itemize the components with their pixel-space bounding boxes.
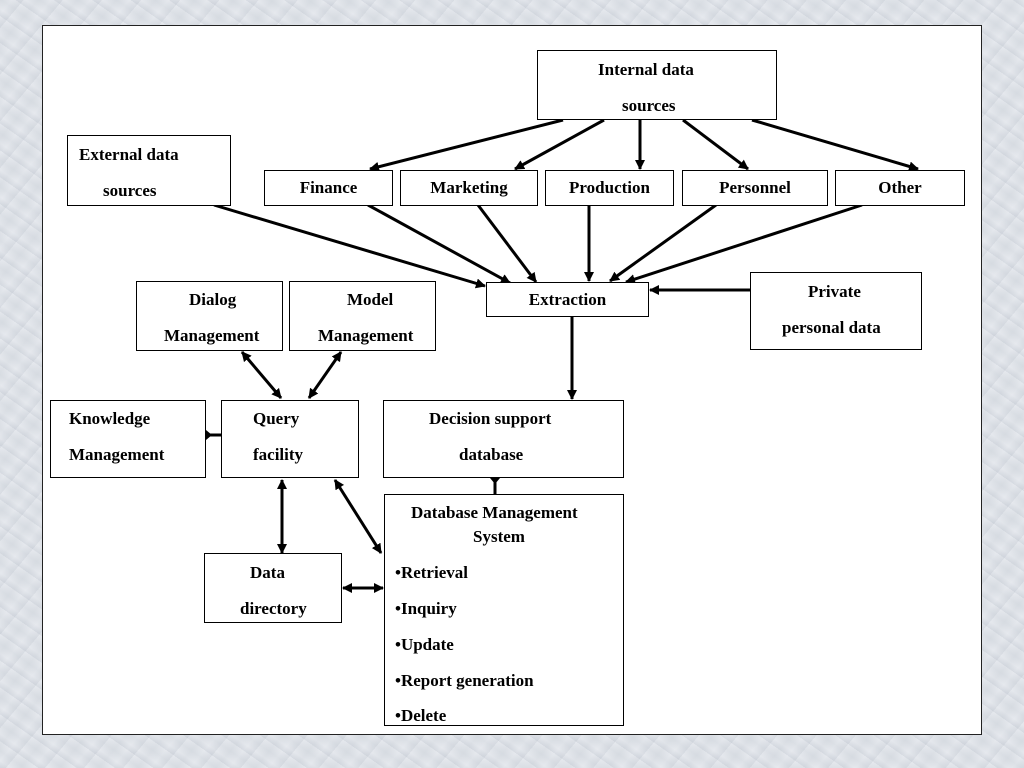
arrow-dialog-query (240, 351, 283, 399)
dialog-management-line1: Dialog (189, 290, 237, 309)
internal-data-sources-line1: Internal data (598, 60, 694, 79)
marketing-box: Marketing (400, 170, 538, 206)
production-box: Production (545, 170, 674, 206)
internal-data-sources-box: Internal data sources (537, 50, 777, 120)
production-label: Production (569, 178, 650, 197)
other-box: Other (835, 170, 965, 206)
personnel-box: Personnel (682, 170, 828, 206)
query-facility-box: Query facility (221, 400, 359, 478)
extraction-box: Extraction (486, 282, 649, 317)
knowledge-management-line1: Knowledge (69, 409, 151, 428)
dbms-item-report-generation: •Report generation (395, 671, 534, 690)
external-data-sources-line2: sources (103, 181, 157, 200)
dialog-management-line2: Management (164, 326, 260, 345)
arrow-personnel-extraction (609, 203, 717, 283)
external-data-sources-box: External data sources (67, 135, 231, 206)
decision-support-database-box: Decision support database (383, 400, 624, 478)
finance-box: Finance (264, 170, 393, 206)
dbms-title: Database Management (411, 503, 578, 522)
decision-support-database-line2: database (459, 445, 524, 464)
knowledge-management-box: Knowledge Management (50, 400, 206, 478)
dbms-item-update: •Update (395, 635, 454, 654)
decision-support-database-line1: Decision support (429, 409, 552, 428)
knowledge-management-line2: Management (69, 445, 165, 464)
model-management-box: Model Management (289, 281, 436, 351)
arrow-external-extraction (213, 203, 486, 289)
arrow-internal-marketing (514, 118, 605, 171)
model-management-line2: Management (318, 326, 414, 345)
arrow-model-query (307, 351, 343, 399)
query-facility-line2: facility (253, 445, 304, 464)
dbms-item-delete: •Delete (395, 706, 447, 725)
private-personal-data-line1: Private (808, 282, 861, 301)
arrow-marketing-extraction (476, 204, 538, 283)
other-label: Other (878, 178, 922, 197)
arrow-query-dbms (333, 479, 383, 554)
private-personal-data-box: Private personal data (750, 272, 922, 350)
dbms-title2: System (473, 527, 525, 546)
private-personal-data-line2: personal data (782, 318, 881, 337)
data-directory-box: Data directory (204, 553, 342, 623)
arrow-internal-personnel (682, 118, 749, 171)
marketing-label: Marketing (430, 178, 508, 197)
data-directory-line1: Data (250, 563, 285, 582)
dbms-item-retrieval: •Retrieval (395, 563, 468, 582)
data-directory-line2: directory (240, 599, 307, 618)
model-management-line1: Model (347, 290, 394, 309)
arrow-internal-other (751, 118, 919, 172)
arrow-other-extraction (625, 203, 863, 284)
arrow-finance-extraction (367, 203, 511, 285)
personnel-label: Personnel (719, 178, 791, 197)
extraction-label: Extraction (528, 289, 607, 309)
arrow-internal-finance (369, 118, 564, 172)
query-facility-line1: Query (253, 409, 300, 428)
dbms-item-inquiry: •Inquiry (395, 599, 457, 618)
internal-data-sources-line2: sources (622, 96, 676, 115)
dbms-box: Database Management System •Retrieval •I… (384, 494, 624, 726)
external-data-sources-line1: External data (79, 145, 179, 164)
finance-label: Finance (299, 178, 358, 197)
dialog-management-box: Dialog Management (136, 281, 283, 351)
